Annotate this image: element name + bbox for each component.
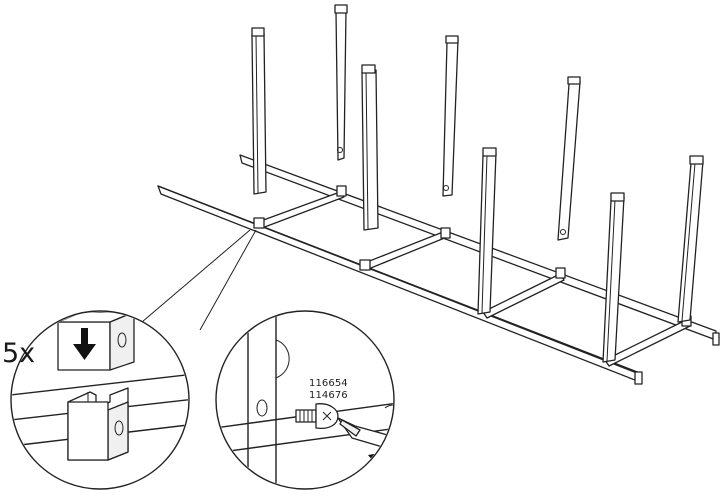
detail-circle-screw	[215, 310, 395, 490]
arrow-down-icon	[73, 328, 96, 360]
shelf-frame	[157, 154, 720, 385]
quantity-label: 5x	[2, 338, 36, 369]
screwdriver-icon	[337, 417, 393, 459]
callout-leaders	[141, 229, 257, 331]
detail-circle-joint	[10, 310, 190, 490]
screw-icon	[295, 403, 339, 430]
part-number: 114676	[309, 390, 348, 401]
part-number: 116654	[309, 378, 348, 389]
upright-posts	[251, 4, 704, 363]
